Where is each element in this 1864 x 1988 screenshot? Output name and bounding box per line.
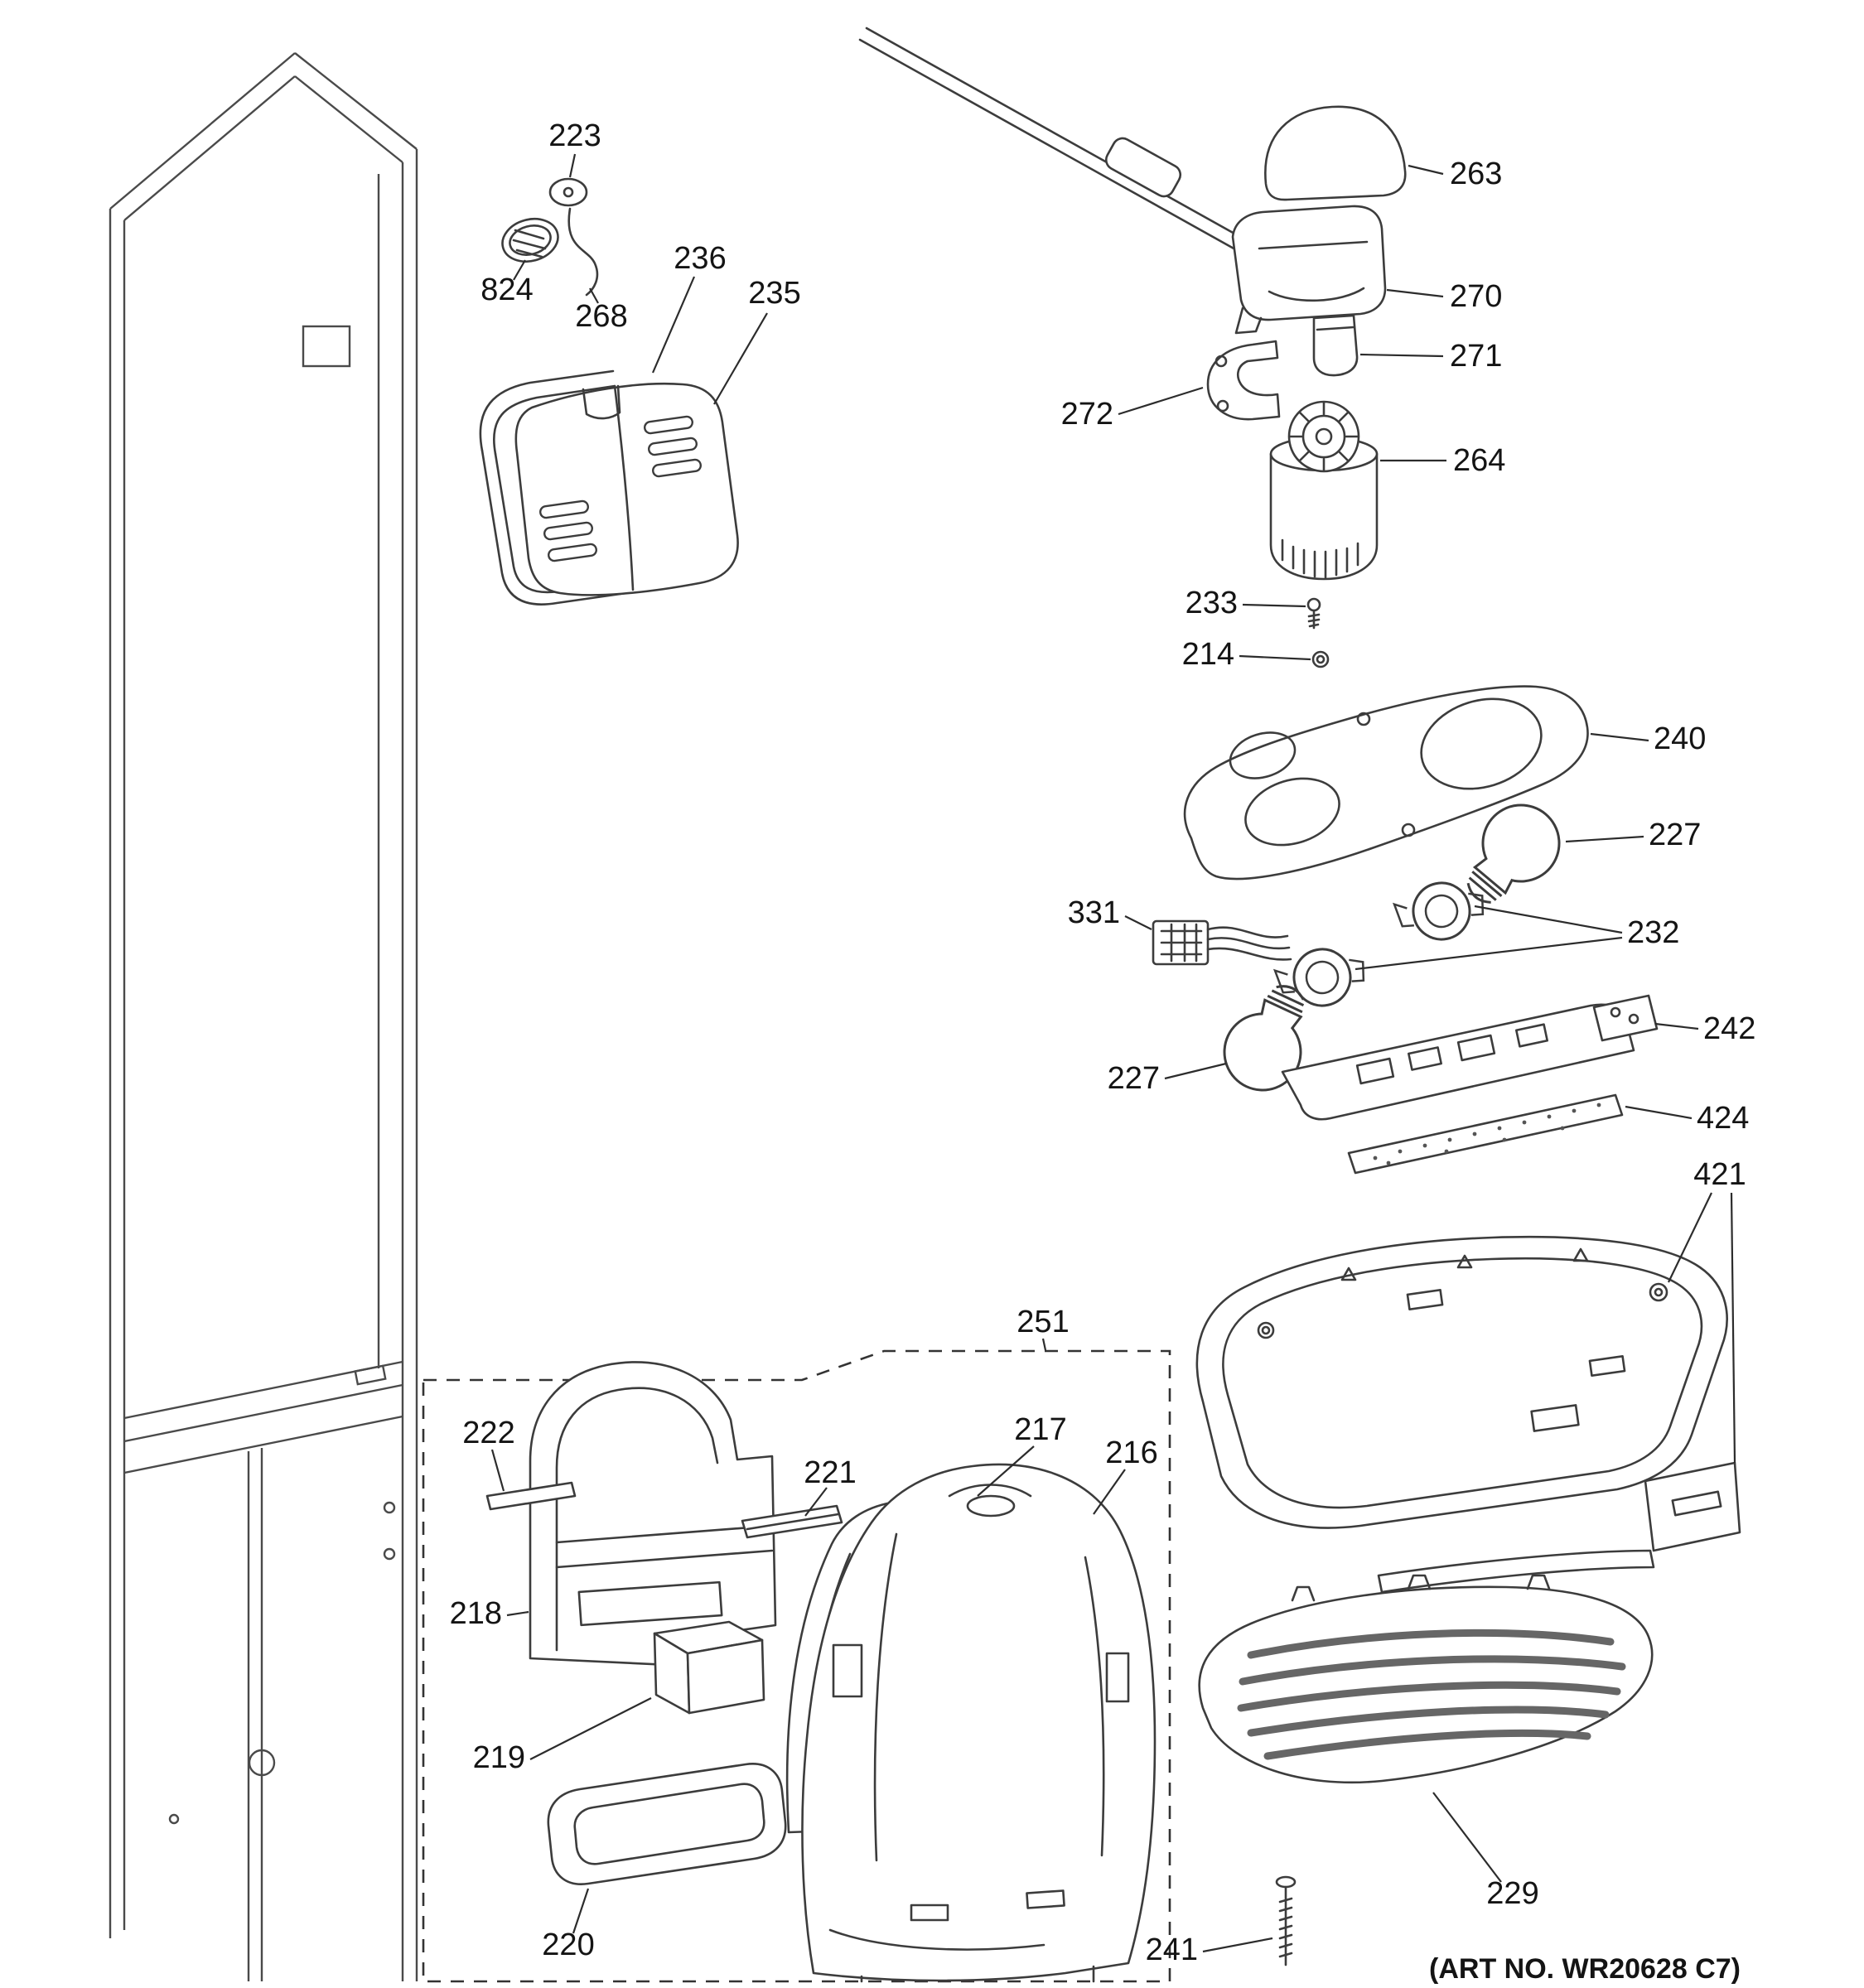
callout-233: 233 (1186, 586, 1238, 620)
leader-242 (1654, 1022, 1699, 1030)
leader-271 (1359, 353, 1444, 358)
leader-263 (1408, 164, 1444, 176)
callout-235: 235 (748, 276, 800, 311)
leader-424 (1625, 1105, 1693, 1120)
screw-233 (1306, 597, 1321, 630)
callout-229: 229 (1486, 1876, 1538, 1911)
lamp-socket-upper-232 (1390, 873, 1491, 949)
insulation-strip-424 (1347, 1093, 1624, 1175)
leader-218 (506, 1610, 529, 1617)
leader-220 (572, 1888, 590, 1934)
leader-227-lower (1164, 1062, 1227, 1080)
rail-221 (741, 1504, 843, 1539)
leader-229 (1432, 1792, 1502, 1883)
callout-219: 219 (473, 1740, 525, 1775)
assembly-boundary-251 (422, 1349, 1171, 1983)
leader-421-a (1668, 1192, 1712, 1283)
callout-331: 331 (1068, 895, 1120, 930)
callout-241: 241 (1146, 1933, 1198, 1967)
callout-824: 824 (480, 273, 533, 307)
leader-223 (568, 153, 577, 178)
callout-236: 236 (674, 241, 726, 276)
wire-clip-268 (567, 207, 599, 297)
leader-232-b (1355, 936, 1623, 971)
duct-housing-218 (529, 1361, 777, 1668)
callout-272: 272 (1061, 397, 1113, 432)
light-housing-tray-421 (1195, 1235, 1741, 1594)
tray-trim-strip (1377, 1549, 1655, 1594)
cap-223 (548, 177, 588, 207)
filter-cap-263 (1264, 105, 1407, 201)
leader-251 (1041, 1338, 1047, 1351)
callout-220: 220 (542, 1928, 594, 1962)
callout-270: 270 (1450, 279, 1502, 314)
grille-clip-824 (501, 217, 559, 263)
callout-268: 268 (575, 299, 627, 334)
leader-236 (651, 276, 696, 374)
callout-222: 222 (462, 1416, 514, 1450)
filter-tab-271 (1312, 314, 1359, 377)
control-board-242 (1281, 994, 1659, 1121)
art-number: (ART NO. WR20628 C7) (1429, 1953, 1741, 1985)
leader-270 (1386, 288, 1444, 298)
callout-271: 271 (1450, 339, 1502, 374)
callout-242: 242 (1703, 1011, 1755, 1046)
callout-232: 232 (1627, 915, 1679, 950)
callout-218: 218 (450, 1596, 502, 1631)
callout-227-upper: 227 (1649, 818, 1701, 852)
leader-214 (1239, 654, 1311, 661)
leader-272 (1118, 386, 1204, 416)
screw-241 (1275, 1875, 1297, 1966)
gasket-220 (547, 1763, 787, 1885)
leader-232-a (1474, 905, 1623, 934)
refrigerator-cabinet (109, 52, 418, 1981)
callout-251: 251 (1017, 1305, 1069, 1339)
leader-217 (977, 1445, 1035, 1497)
leader-221 (804, 1487, 828, 1517)
nut-214 (1311, 650, 1330, 668)
filter-head-270 (1231, 205, 1387, 335)
leader-331 (1124, 915, 1152, 930)
leader-233 (1242, 603, 1306, 608)
water-supply-tube (858, 27, 1251, 255)
callout-240: 240 (1654, 721, 1706, 756)
rod-222 (485, 1481, 577, 1511)
filter-cover-panel-235 (514, 382, 739, 596)
callout-223: 223 (548, 118, 601, 153)
leader-216 (1093, 1469, 1126, 1515)
leader-219 (529, 1697, 652, 1760)
light-shield-240 (1183, 685, 1589, 881)
leader-235 (713, 312, 768, 405)
callout-217: 217 (1014, 1412, 1066, 1447)
leader-lines (490, 153, 1736, 1953)
callout-263: 263 (1450, 157, 1502, 191)
callout-264: 264 (1453, 443, 1505, 478)
filter-bracket-272 (1206, 340, 1281, 421)
callout-214: 214 (1182, 637, 1234, 672)
wire-harness-331 (1152, 919, 1292, 966)
leader-268 (589, 287, 599, 304)
tray-side-flap (1644, 1461, 1741, 1552)
leader-421-b (1730, 1192, 1736, 1464)
callout-424: 424 (1697, 1101, 1749, 1136)
water-filter-cartridge-264 (1269, 400, 1379, 581)
leader-241 (1202, 1937, 1273, 1953)
callout-227-lower: 227 (1108, 1061, 1160, 1096)
leader-227-upper (1565, 835, 1644, 843)
callout-labels: 223 824 268 236 235 263 270 271 272 264 … (450, 118, 1756, 1967)
damper-box-219 (653, 1620, 765, 1715)
callout-216: 216 (1105, 1436, 1157, 1470)
callout-221: 221 (804, 1455, 856, 1490)
callout-421: 421 (1693, 1157, 1746, 1192)
leader-240 (1590, 732, 1649, 742)
leader-222 (490, 1449, 505, 1492)
lamp-socket-lower-232 (1271, 939, 1372, 1016)
leader-824 (513, 259, 526, 281)
bottom-grille-229 (1198, 1574, 1654, 1784)
evaporator-cover-216 (801, 1463, 1157, 1983)
